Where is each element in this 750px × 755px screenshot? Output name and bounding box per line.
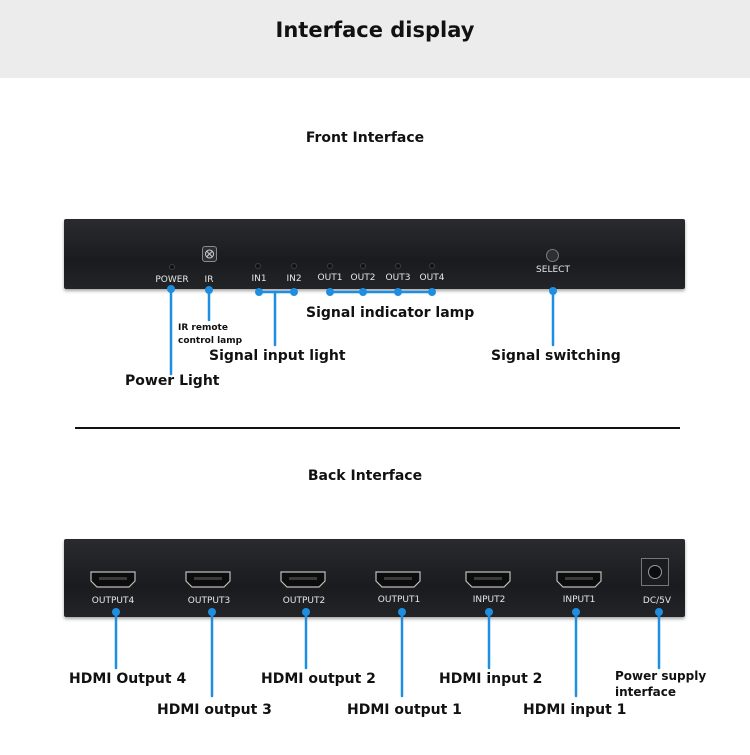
callout-hdmi-output-2: HDMI output 2 [261, 671, 376, 687]
back-interface-title: Back Interface [307, 468, 423, 484]
hdmi-port-output4 [90, 571, 136, 588]
hdmi-port-input2 [465, 571, 511, 588]
select-label: SELECT [536, 265, 570, 275]
out3-label: OUT3 [385, 273, 411, 283]
out2-label: OUT2 [350, 273, 376, 283]
in2-label: IN2 [286, 274, 302, 284]
output1-label: OUTPUT1 [377, 595, 421, 605]
select-button [546, 249, 559, 262]
input2-label: INPUT2 [472, 595, 506, 605]
callout-hdmi-input-2: HDMI input 2 [439, 671, 543, 687]
output3-label: OUTPUT3 [187, 596, 231, 606]
input1-label: INPUT1 [562, 595, 596, 605]
in2-led [292, 264, 296, 268]
output4-label: OUTPUT4 [91, 596, 135, 606]
power-led [170, 265, 174, 269]
callout-hdmi-output-1: HDMI output 1 [347, 702, 462, 718]
callout-ir-remote: IR remote [178, 323, 228, 333]
output2-label: OUTPUT2 [282, 596, 326, 606]
page-title: Interface display [275, 18, 475, 42]
out4-label: OUT4 [419, 273, 445, 283]
out1-led [328, 264, 332, 268]
out2-led [361, 264, 365, 268]
out3-led [396, 264, 400, 268]
callout-control-lamp: control lamp [178, 336, 243, 346]
callout-hdmi-output-4: HDMI Output 4 [69, 671, 187, 687]
ir-label: IR [204, 275, 214, 285]
in1-label: IN1 [251, 274, 267, 284]
in1-led [256, 264, 260, 268]
callout-hdmi-input-1: HDMI input 1 [523, 702, 627, 718]
callout-power-supply-interface: interface [615, 685, 677, 699]
callout-signal-input-light: Signal input light [209, 348, 346, 364]
hdmi-port-output3 [185, 571, 231, 588]
front-interface-title: Front Interface [305, 130, 425, 146]
hdmi-port-output2 [280, 571, 326, 588]
section-divider [75, 427, 680, 429]
header-banner: Interface display [0, 0, 750, 78]
callout-power-light: Power Light [125, 373, 220, 389]
callout-signal-switching: Signal switching [491, 348, 621, 364]
callout-signal-indicator-lamp: Signal indicator lamp [306, 305, 475, 321]
dc-label: DC/5V [642, 596, 672, 606]
callout-hdmi-output-3: HDMI output 3 [157, 702, 272, 718]
hdmi-port-input1 [556, 571, 602, 588]
hdmi-port-output1 [375, 571, 421, 588]
dc-power-jack [641, 558, 669, 586]
front-panel [64, 219, 685, 289]
power-label: POWER [155, 275, 189, 285]
out4-led [430, 264, 434, 268]
callout-power-supply: Power supply [615, 669, 707, 683]
ir-receiver-window [202, 246, 217, 262]
out1-label: OUT1 [317, 273, 343, 283]
